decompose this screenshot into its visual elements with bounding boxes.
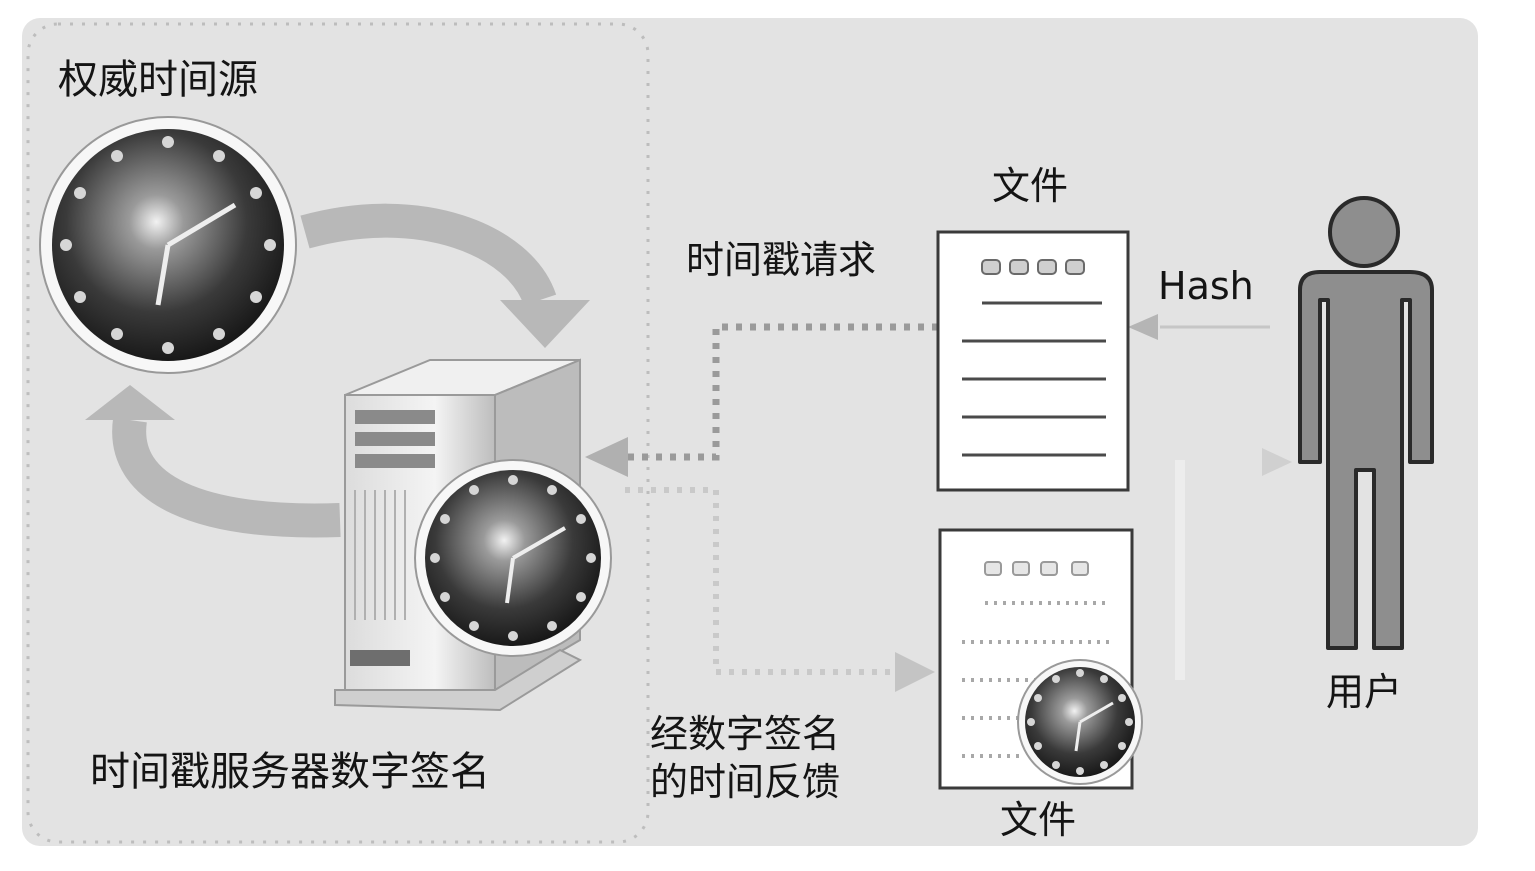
- file-top-label: 文件: [992, 164, 1069, 208]
- feedback-path: [625, 487, 895, 675]
- arrow-to-clock-head: [85, 385, 175, 420]
- return-arrowhead: [1262, 448, 1292, 476]
- arrow-to-server-head: [500, 300, 590, 348]
- user-figure: [1298, 196, 1434, 650]
- feedback-arrowhead: [895, 652, 935, 692]
- hash-label: Hash: [1158, 264, 1254, 308]
- arrow-to-clock: [112, 417, 341, 538]
- timestamp-request-label: 时间戳请求: [686, 238, 877, 282]
- signed-feedback-line2: 的时间反馈: [650, 760, 841, 804]
- user-label: 用户: [1326, 670, 1403, 714]
- arrow-to-server: [300, 203, 557, 307]
- document-clock: [1017, 659, 1143, 785]
- request-arrowhead: [585, 437, 628, 477]
- authority-clock: [39, 116, 297, 374]
- authority-time-source-label: 权威时间源: [58, 57, 258, 103]
- signed-feedback-line1: 经数字签名: [650, 712, 841, 756]
- document-top: [936, 230, 1130, 492]
- server-signature-label: 时间戳服务器数字签名: [90, 749, 490, 795]
- file-bottom-label: 文件: [1000, 798, 1077, 842]
- authority-region: [26, 22, 650, 844]
- server-clock: [414, 459, 612, 657]
- hash-arrowhead: [1128, 314, 1158, 340]
- request-path: [625, 323, 938, 461]
